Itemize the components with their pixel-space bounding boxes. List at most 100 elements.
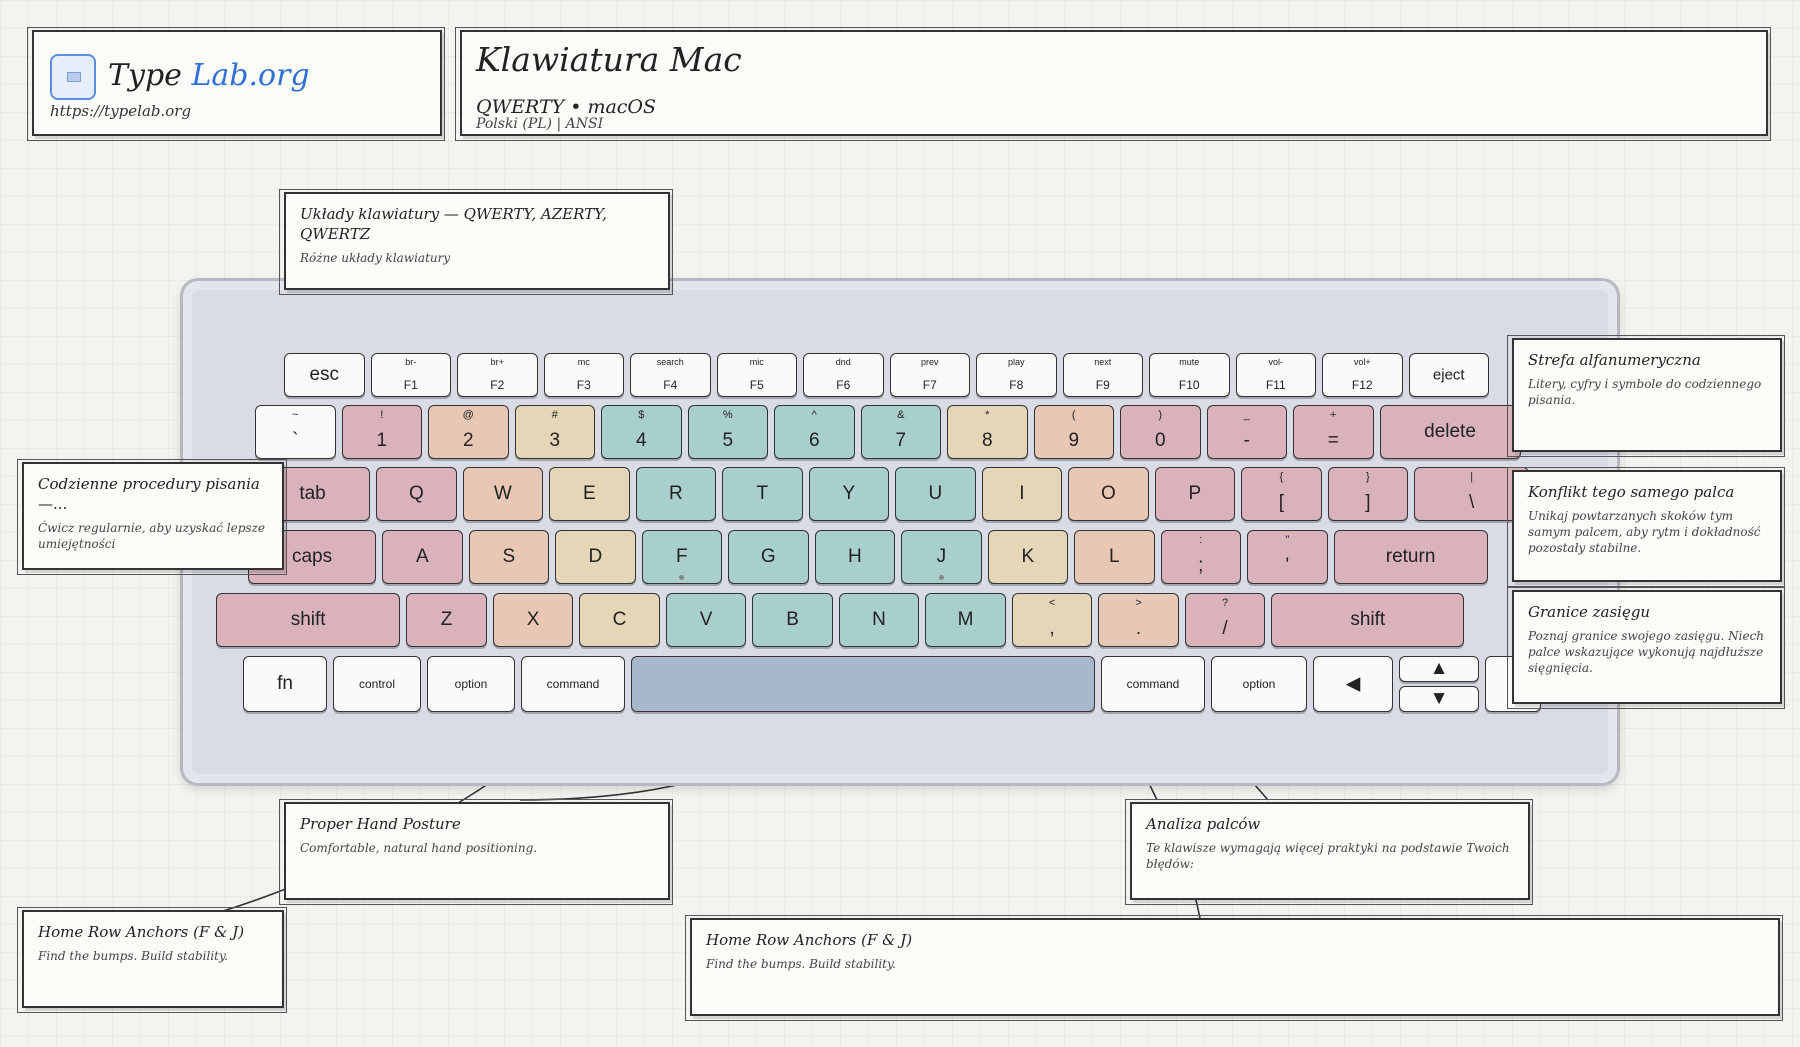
key-delete[interactable]: delete (1379, 405, 1521, 459)
key-rshift[interactable]: shift (1271, 593, 1465, 647)
key-b[interactable]: B (752, 593, 833, 647)
note-layouts: Układy klawiatury — QWERTY, AZERTY, QWER… (279, 189, 673, 295)
key-semicolon[interactable]: :; (1160, 530, 1242, 584)
key-8-shifted: * (985, 409, 990, 421)
key-lcontrol[interactable]: control (333, 656, 421, 712)
logo-url[interactable]: https://typelab.org (50, 102, 192, 120)
key-lcontrol-label: control (358, 677, 396, 691)
key-9[interactable]: (9 (1033, 405, 1114, 459)
key-equals[interactable]: += (1293, 405, 1374, 459)
key-rbracket[interactable]: }] (1327, 467, 1409, 521)
key-minus[interactable]: _- (1206, 405, 1287, 459)
key-q[interactable]: Q (376, 467, 457, 521)
key-rcommand[interactable]: command (1101, 656, 1205, 712)
key-up-label: ▲ (1429, 658, 1449, 679)
key-f12[interactable]: vol+F12 (1322, 353, 1403, 397)
key-up[interactable]: ▲ (1399, 656, 1479, 682)
key-lbracket-shifted: { (1279, 471, 1284, 483)
key-g[interactable]: G (728, 530, 809, 584)
key-d-label: D (588, 546, 603, 567)
key-r[interactable]: R (635, 467, 717, 521)
key-fn[interactable]: fn (243, 656, 327, 712)
key-p[interactable]: P (1154, 467, 1236, 521)
key-z[interactable]: Z (406, 593, 487, 647)
key-t[interactable]: T (722, 467, 803, 521)
key-roption[interactable]: option (1211, 656, 1307, 712)
key-minus-label: - (1243, 430, 1250, 451)
key-n[interactable]: N (838, 593, 920, 647)
key-k[interactable]: K (987, 530, 1069, 584)
key-0[interactable]: )0 (1120, 405, 1201, 459)
key-3[interactable]: #3 (514, 405, 595, 459)
key-lbracket[interactable]: {[ (1241, 467, 1322, 521)
key-lcommand[interactable]: command (521, 656, 625, 712)
key-backslash[interactable]: |\ (1414, 467, 1530, 521)
key-y[interactable]: Y (808, 467, 890, 521)
key-f1[interactable]: br-F1 (370, 353, 451, 397)
key-i[interactable]: I (981, 467, 1063, 521)
key-s[interactable]: S (468, 530, 550, 584)
key-f11[interactable]: vol-F11 (1235, 353, 1316, 397)
home-bump-icon (938, 575, 944, 580)
key-1[interactable]: !1 (341, 405, 422, 459)
key-eject[interactable]: eject (1408, 353, 1489, 397)
key-f2[interactable]: br+F2 (457, 353, 538, 397)
key-m[interactable]: M (925, 593, 1006, 647)
key-t-label: T (756, 483, 769, 504)
key-semicolon-label: ; (1198, 555, 1204, 576)
key-backslash-shifted: | (1470, 471, 1474, 483)
key-l[interactable]: L (1074, 530, 1155, 584)
key-v[interactable]: V (665, 593, 747, 647)
key-7[interactable]: &7 (860, 405, 941, 459)
key-8[interactable]: *8 (947, 405, 1028, 459)
key-backtick[interactable]: ~` (255, 405, 336, 459)
key-quote[interactable]: "' (1247, 530, 1328, 584)
key-4[interactable]: $4 (601, 405, 682, 459)
logo-type-text: Type (108, 58, 182, 93)
key-loption[interactable]: option (427, 656, 515, 712)
note-anchors-left-title: Home Row Anchors (F & J) (38, 923, 245, 941)
key-f[interactable]: F (641, 530, 723, 584)
key-d[interactable]: D (555, 530, 636, 584)
key-w[interactable]: W (462, 467, 544, 521)
key-o[interactable]: O (1068, 467, 1149, 521)
note-posture-body: Comfortable, natural hand positioning. (300, 841, 538, 855)
key-2[interactable]: @2 (428, 405, 509, 459)
key-h[interactable]: H (814, 530, 896, 584)
logo-wordmark[interactable]: Type Lab.org (108, 58, 310, 93)
key-a[interactable]: A (382, 530, 463, 584)
key-lshift[interactable]: shift (216, 593, 401, 647)
key-return[interactable]: return (1333, 530, 1488, 584)
key-minus-shifted: _ (1243, 409, 1250, 421)
key-x[interactable]: X (492, 593, 574, 647)
key-space[interactable] (631, 656, 1095, 712)
key-u[interactable]: U (895, 467, 976, 521)
key-comma[interactable]: <, (1011, 593, 1093, 647)
key-c[interactable]: C (579, 593, 660, 647)
key-e[interactable]: E (549, 467, 630, 521)
key-j[interactable]: J (901, 530, 982, 584)
note-anchors-wide-body: Find the bumps. Build stability. (706, 957, 896, 971)
key-f4-label: F4 (663, 378, 678, 392)
key-6[interactable]: ^6 (774, 405, 855, 459)
note-reach-title: Granice zasięgu (1528, 603, 1651, 621)
key-eject-label: eject (1432, 366, 1465, 384)
key-esc[interactable]: esc (284, 353, 365, 397)
key-period[interactable]: >. (1098, 593, 1179, 647)
page-title: Klawiatura Mac (476, 40, 742, 79)
key-y-label: Y (842, 483, 856, 504)
home-bump-icon (679, 575, 685, 580)
key-5[interactable]: %5 (687, 405, 768, 459)
key-slash[interactable]: ?/ (1184, 593, 1266, 647)
key-f2-label: F2 (490, 378, 505, 392)
key-down[interactable]: ▼ (1399, 686, 1479, 712)
key-left[interactable]: ◀ (1313, 656, 1393, 712)
